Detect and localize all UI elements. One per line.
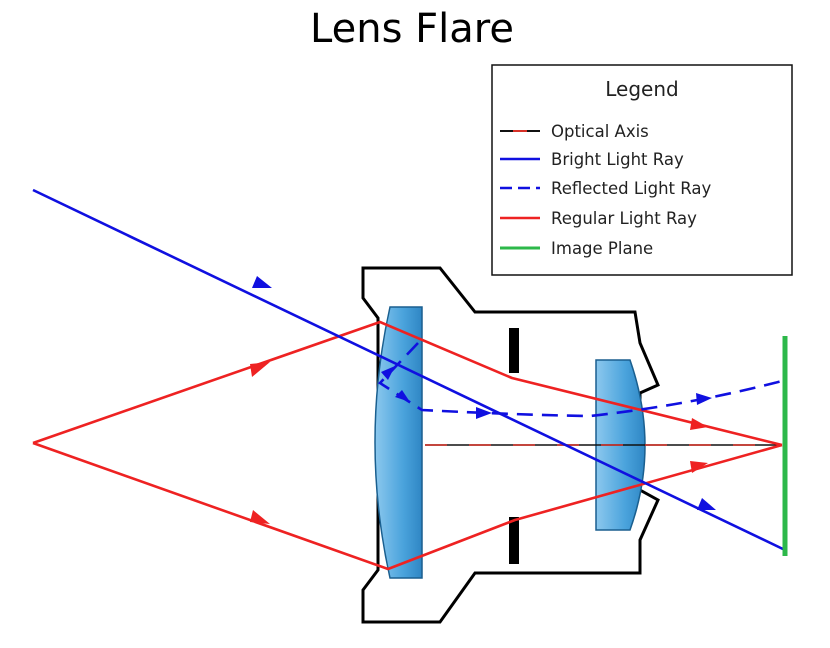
arrow-icon (252, 276, 272, 288)
arrow-icon (690, 461, 708, 473)
bright-light-ray (32, 188, 786, 552)
legend-label-image-plane: Image Plane (551, 239, 653, 258)
diagram-title: Lens Flare (310, 6, 514, 52)
regular-ray-upper (32, 320, 783, 447)
regular-ray-lower (32, 441, 783, 571)
arrow-icon (395, 390, 410, 402)
legend-label-bright-ray: Bright Light Ray (551, 150, 684, 169)
reflected-ray-arrows (381, 366, 712, 419)
regular-light-rays (32, 320, 783, 571)
legend-label-regular-ray: Regular Light Ray (551, 209, 697, 228)
arrow-icon (250, 362, 270, 377)
arrow-icon (696, 393, 712, 405)
arrow-icon (381, 366, 395, 380)
reflected-light-ray (377, 342, 783, 418)
lens-housing (361, 266, 660, 624)
legend-label-optical-axis: Optical Axis (551, 122, 649, 141)
legend-title: Legend (605, 77, 678, 101)
aperture-blade-bottom (509, 517, 519, 564)
legend-label-reflected-ray: Reflected Light Ray (551, 179, 711, 198)
legend-box (491, 64, 793, 276)
housing-outline (361, 266, 660, 624)
arrow-icon (250, 510, 270, 524)
arrow-icon (690, 418, 708, 430)
legend: Legend Optical Axis Bright Light Ray Ref… (491, 64, 793, 276)
arrow-icon (697, 498, 716, 510)
aperture-blade-top (509, 328, 519, 373)
regular-ray-arrows (250, 362, 708, 524)
arrow-icon (476, 407, 492, 419)
